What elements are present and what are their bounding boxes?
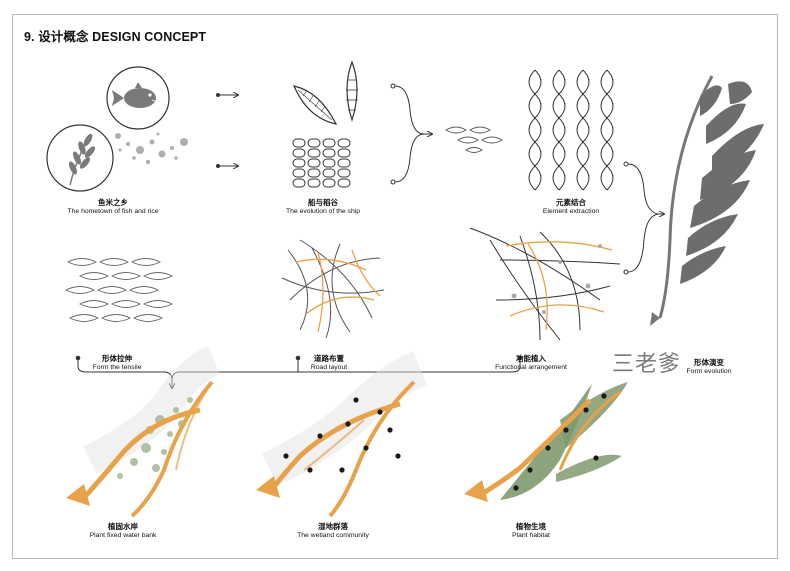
functional-panel [469,227,621,341]
caption-fish-rice: 鱼米之乡 The hometown of fish and rice [67,198,159,215]
fish-rice-panel [46,66,188,192]
leaf-icon [292,85,338,125]
fish-icon [112,82,159,108]
caption-ship-evolution: 船与稻谷 The evolution of the ship [285,198,361,215]
scatter-dots [115,132,188,165]
caption-road-layout: 道路布置 Road layout [310,354,348,371]
caption-functional-arrangement: 功能植入 Functional arrangement [495,354,567,371]
seed-icon [346,60,358,123]
road-layout-panel [281,239,385,339]
page-title: 9. 设计概念 DESIGN CONCEPT [24,30,207,44]
rice-grid-icon [292,138,351,188]
ship-evolution-panel [292,60,358,188]
caption-wetland-community: 湿地群落 The wetland community [297,522,369,539]
caption-plant-fixed-water-bank: 植固水岸 Plant fixed water bank [89,522,157,539]
wheat-circle [46,124,114,192]
brand-watermark: 三老爹 [612,352,682,377]
fish-circle [106,66,170,130]
brace-to-form [623,161,664,275]
merge-brace [390,83,432,185]
plant-habitat-panel [464,382,628,502]
arrow-right-icon [216,94,239,168]
caption-element-extraction: 元素结合 Element extraction [542,198,600,215]
water-bank-panel [66,346,221,518]
wetland-panel [256,351,428,518]
small-seeds [445,126,503,153]
wheat-form-icon [650,75,764,326]
tensile-panel [64,258,174,322]
poster-frame [12,14,778,559]
caption-form-tensile: 形体拉伸 Form the tensile [92,354,142,371]
caption-form-evolution: 形体演变 Form evolution [686,358,732,375]
caption-plant-habitat: 植物生境 Plant habitat [512,522,550,539]
wheat-icon [68,133,96,186]
lattice-icon [528,69,614,191]
